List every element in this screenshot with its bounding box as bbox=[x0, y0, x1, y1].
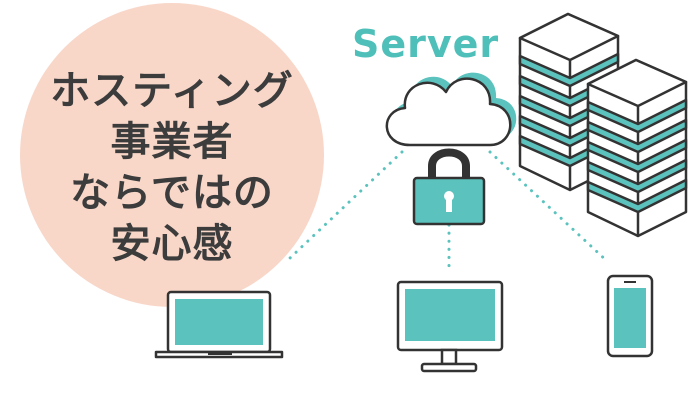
desktop-monitor-icon bbox=[396, 280, 504, 373]
laptop-icon bbox=[154, 290, 284, 359]
headline-line-2: 事業者 bbox=[110, 119, 234, 165]
headline-line-1: ホスティング bbox=[50, 68, 294, 114]
connection-line-laptop bbox=[288, 150, 404, 260]
smartphone-icon bbox=[606, 274, 654, 358]
padlock-icon bbox=[412, 148, 486, 226]
headline-background-circle bbox=[20, 3, 324, 307]
connection-lines bbox=[288, 150, 610, 270]
headline-line-4: 安心感 bbox=[110, 221, 234, 267]
server-label: Server bbox=[352, 22, 500, 66]
headline-line-3: ならではの bbox=[70, 170, 274, 216]
connection-line-smartphone bbox=[488, 150, 610, 264]
cloud-icon bbox=[385, 72, 517, 147]
server-rack-front-icon bbox=[586, 58, 688, 238]
headline: ホスティング 事業者 ならではの 安心感 bbox=[20, 66, 324, 270]
